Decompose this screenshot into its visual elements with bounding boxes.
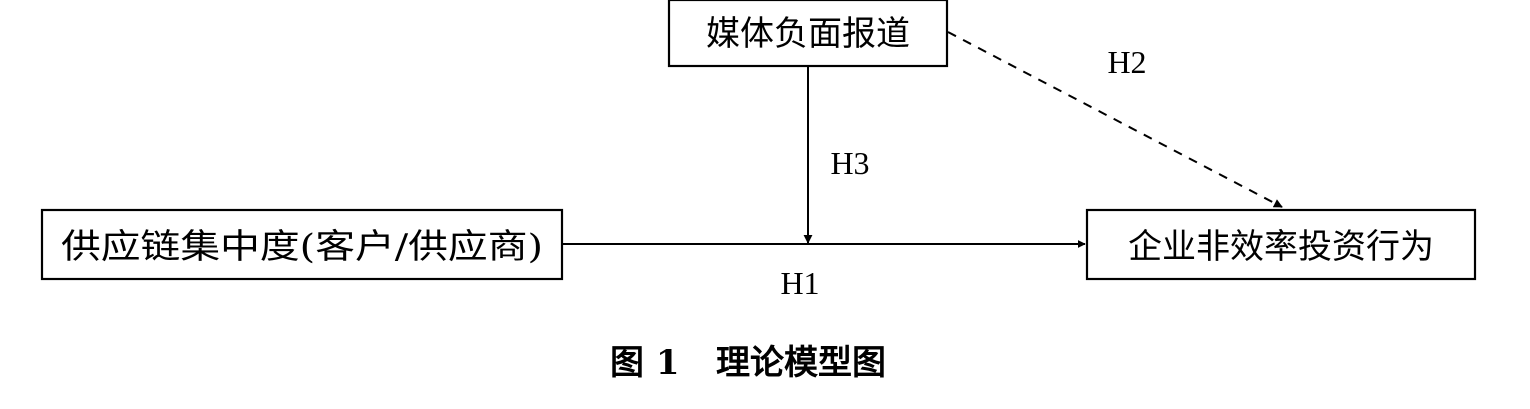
node-supply-chain-box	[40, 208, 564, 281]
edge-h3: H3	[803, 66, 870, 244]
edge-h2-line	[947, 31, 1283, 208]
edge-h3-label: H3	[830, 145, 869, 181]
node-investment-box	[1085, 208, 1477, 281]
figure-caption: 图 1 理论模型图	[610, 343, 886, 383]
node-media-label: 媒体负面报道	[706, 14, 910, 54]
figure-caption-number: 图 1	[610, 343, 680, 383]
node-supply-chain-label: 供应链集中度(客户/供应商)	[61, 227, 543, 267]
node-media-negative-coverage: 媒体负面报道	[667, 0, 949, 68]
node-supply-chain-concentration: 供应链集中度(客户/供应商)	[40, 208, 564, 281]
edge-h1: H1	[562, 240, 1086, 301]
node-inefficient-investment: 企业非效率投资行为	[1085, 208, 1477, 281]
node-media-box	[667, 0, 949, 68]
edge-h2-label: H2	[1107, 44, 1146, 80]
edge-h2: H2	[947, 31, 1283, 208]
edge-h1-label: H1	[780, 265, 819, 301]
node-investment-label: 企业非效率投资行为	[1128, 227, 1434, 267]
figure-caption-title: 理论模型图	[716, 343, 886, 383]
